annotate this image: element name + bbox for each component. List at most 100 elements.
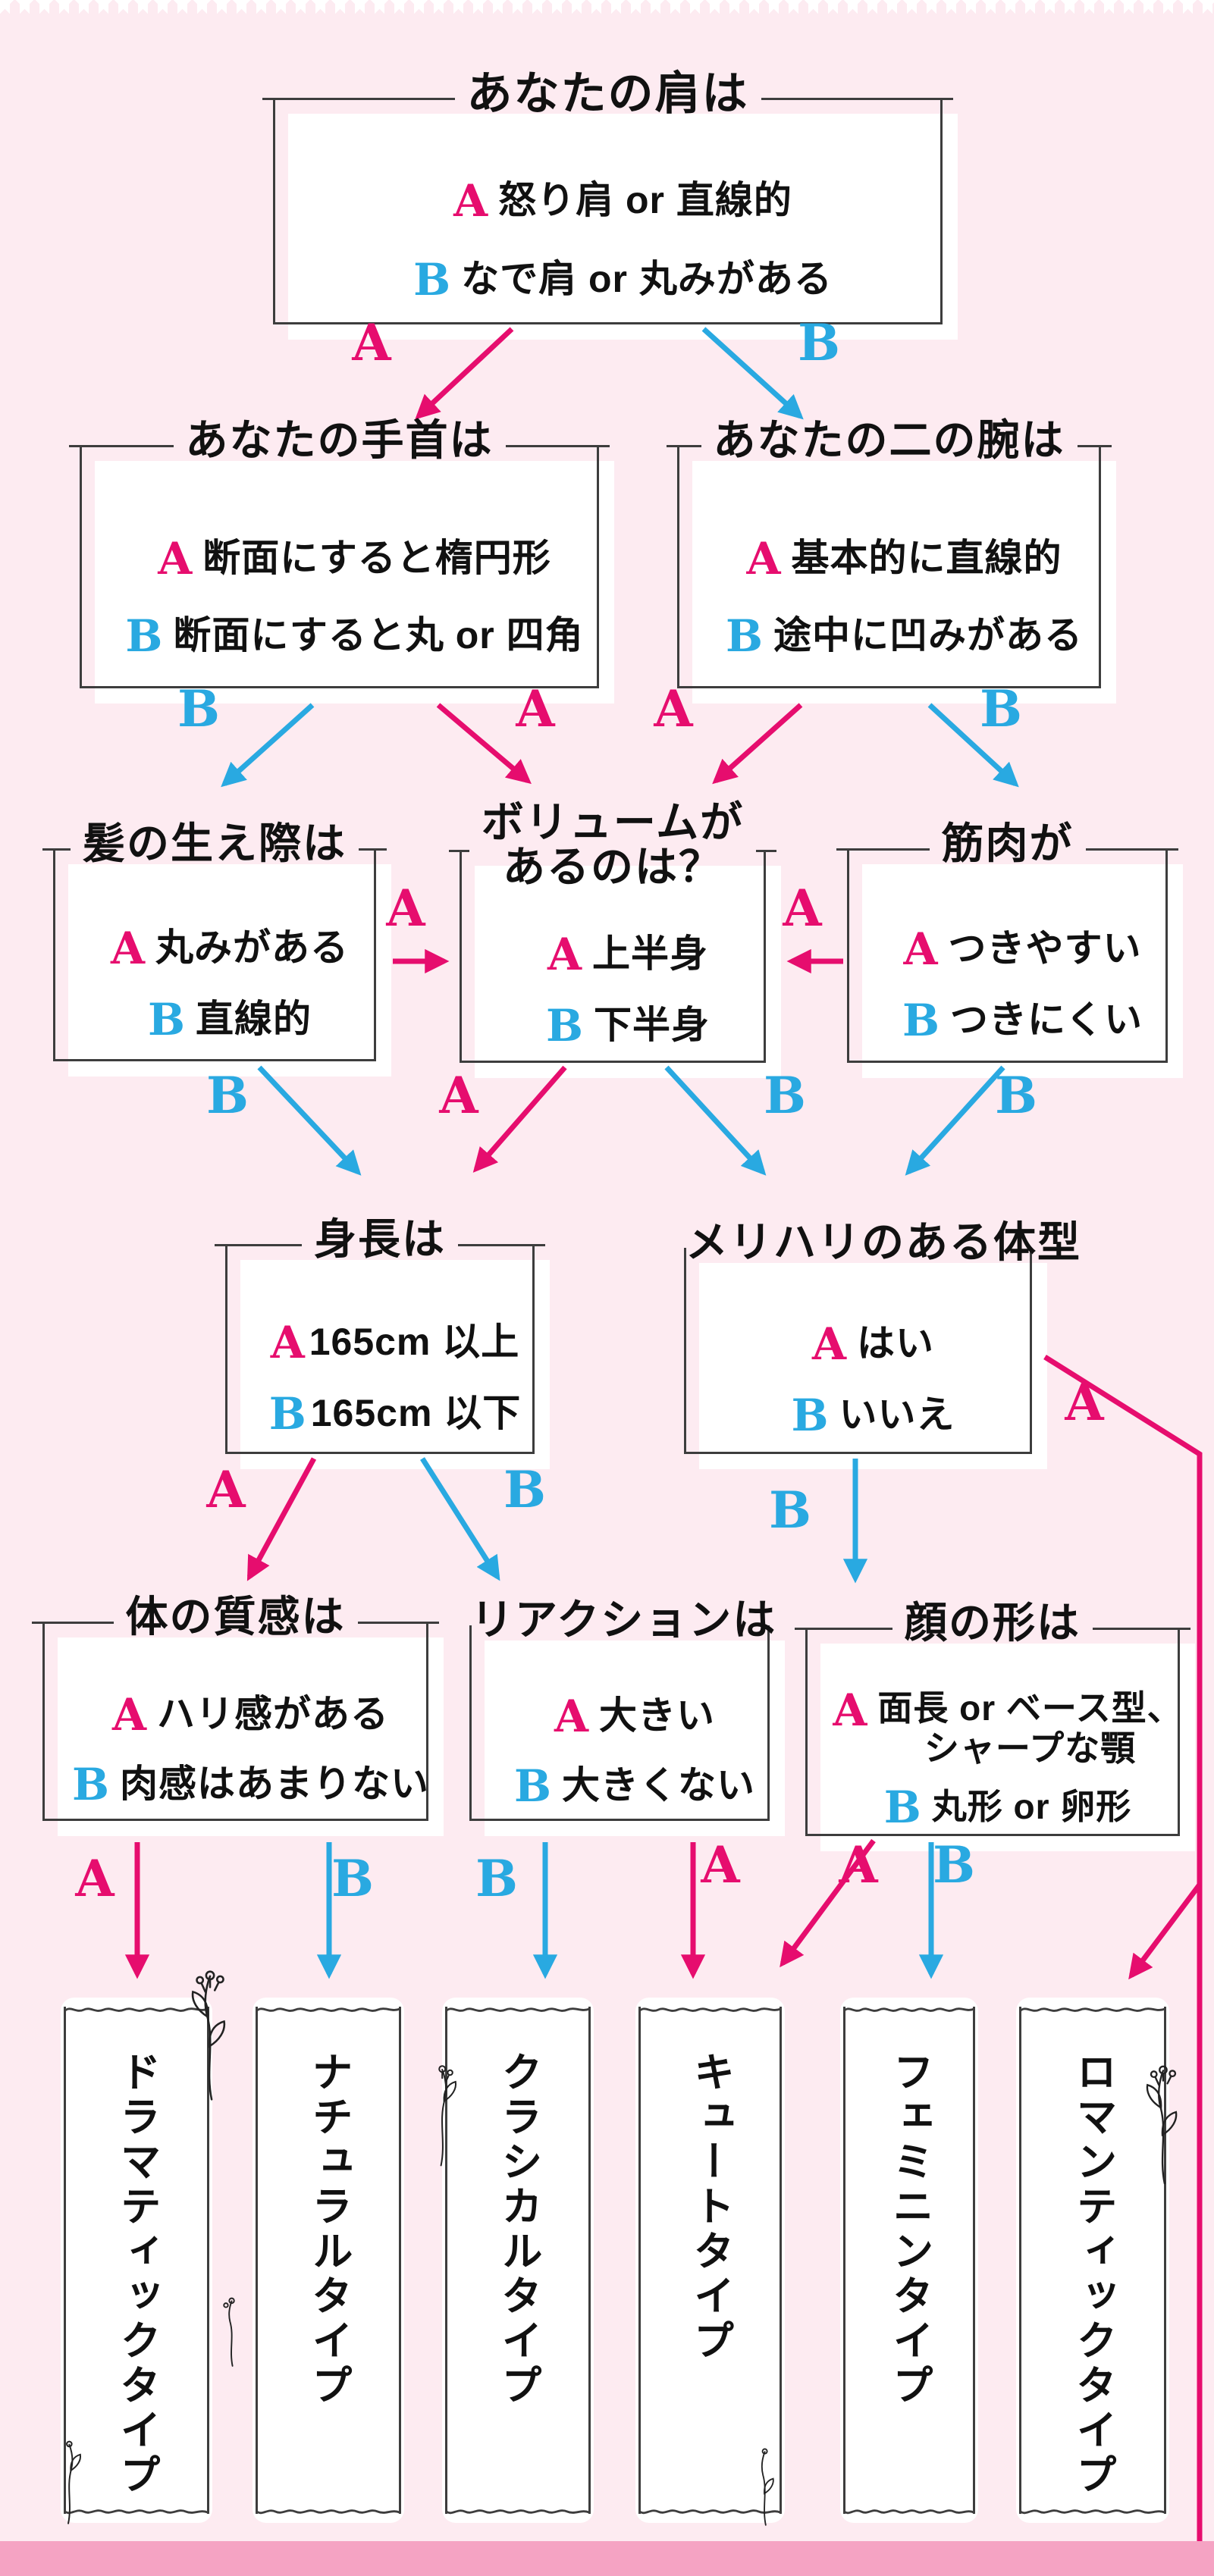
question-title-text: 髪の生え際は [83, 819, 347, 867]
box-frame [42, 1622, 428, 1821]
box-frame [225, 1245, 535, 1454]
title-rule [795, 1627, 892, 1630]
question-title: あなたの肩は [262, 67, 953, 126]
flow-label: B [980, 679, 1022, 738]
option-b-text: 途中に凹みがある [773, 614, 1084, 657]
flower-doodle-icon [223, 2297, 235, 2367]
option-b-text: 165cm 以下 [310, 1392, 522, 1435]
title-rule [449, 849, 469, 852]
question-title-line2: あるのは？ [503, 843, 723, 891]
option-b-letter: B [725, 610, 764, 662]
question-title-text: あなたの二の腕は [713, 415, 1065, 464]
option-b-letter: B [883, 1781, 921, 1833]
flow-label: A [516, 679, 555, 738]
option-a-letter: A [453, 175, 488, 227]
banner-wavy-edge [256, 2007, 400, 2012]
title-rule [215, 1243, 302, 1246]
title-rule [69, 444, 174, 447]
option-a-letter: A [554, 1691, 588, 1742]
title-rule [357, 1621, 439, 1624]
banner-side-frame [1019, 2007, 1166, 2514]
arrow-muscle-b [905, 1065, 1005, 1176]
question-title-text: リアクションは [471, 1595, 777, 1644]
result-label: ロマンティックタイプ [1070, 2051, 1115, 2498]
option-b-letter: B [413, 254, 451, 306]
question-title-text: 身長は [314, 1214, 446, 1263]
zigzag-tape-icon [0, 0, 1214, 20]
box-frame [273, 99, 943, 324]
flow-label: B [206, 1066, 249, 1125]
box-fill [475, 866, 781, 1078]
title-rule [458, 1243, 545, 1246]
option-a-text: 165cm 以上 [309, 1321, 520, 1364]
flow-label: A [352, 313, 391, 372]
flow-label: A [1065, 1373, 1104, 1432]
title-rule [505, 444, 610, 447]
flow-label: B [331, 1849, 374, 1908]
question-title: あなたの二の腕は [667, 418, 1112, 473]
question-title-line1: ボリュームが [481, 798, 745, 847]
box-frame [684, 1248, 1032, 1454]
option-b-letter: B [791, 1390, 829, 1441]
option-a-text: 大きい [599, 1694, 715, 1738]
banner-wavy-edge [64, 2509, 209, 2515]
banner-wavy-edge [1020, 2007, 1165, 2012]
title-rule [359, 848, 387, 851]
banner-wavy-edge [446, 2509, 590, 2515]
banner-side-frame [843, 2007, 975, 2514]
title-rule [667, 444, 701, 447]
option-a-letter: A [903, 923, 938, 975]
flow-label: A [839, 1835, 878, 1894]
box-fill [240, 1260, 550, 1469]
box-fill [862, 864, 1183, 1078]
flow-label: B [475, 1849, 518, 1908]
banner-side-frame [638, 2007, 782, 2514]
box-frame [677, 446, 1101, 688]
result-label: ナチュラルタイプ [306, 2051, 351, 2408]
flow-label: A [386, 879, 425, 938]
flow-label: A [439, 1066, 478, 1125]
question-title-text: あなたの肩は [466, 67, 749, 119]
option-a-letter: A [158, 533, 193, 584]
box-fill [820, 1644, 1195, 1851]
option-a-text: ハリ感がある [157, 1693, 389, 1736]
title-rule [32, 1621, 114, 1624]
flow-label: A [701, 1835, 740, 1894]
question-title: 顔の形は [795, 1598, 1190, 1656]
banner-wavy-edge [1020, 2509, 1165, 2515]
arrow-upper-arm-b [927, 703, 1019, 788]
title-rule [1093, 1627, 1190, 1630]
option-a-letter: A [811, 1318, 846, 1370]
option-a-text: 上半身 [592, 932, 708, 976]
box-frame [469, 1625, 770, 1821]
box-frame [805, 1628, 1180, 1836]
question-title-text: 顔の形は [905, 1598, 1081, 1647]
option-a-letter: A [270, 1317, 305, 1368]
arrow-curvy-a-head [1128, 1882, 1202, 1980]
option-b-text: 直線的 [196, 998, 312, 1041]
flow-label: B [995, 1066, 1037, 1125]
box-frame [80, 446, 599, 688]
arrow-shoulder-b [701, 327, 804, 420]
result-label: フェミニンタイプ [886, 2051, 932, 2408]
